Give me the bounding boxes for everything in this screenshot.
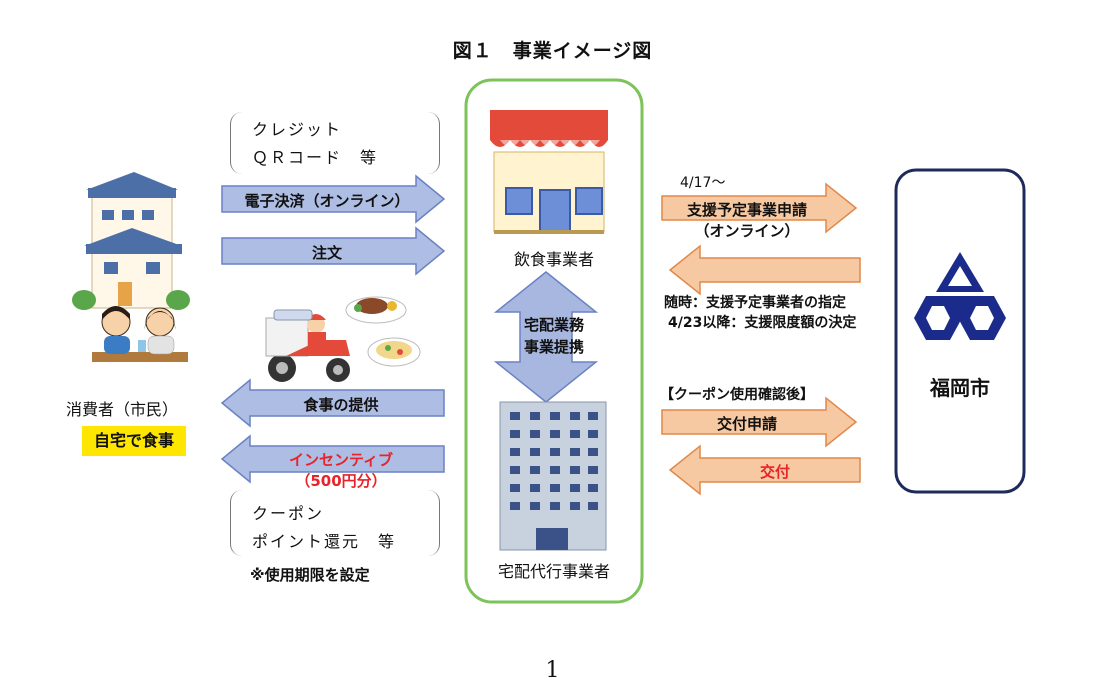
restaurant-label: 飲食事業者 (513, 250, 594, 269)
order-arrow-label: 注文 (311, 244, 342, 262)
payment-arrow-shape (221, 174, 446, 224)
expiry-note: ※使用期限を設定 (250, 566, 370, 584)
incentive-forms-bracket (230, 490, 440, 556)
family-icon (92, 306, 188, 362)
limit-decision-label: 4/23以降：支援限度額の決定 (668, 315, 857, 331)
delivery-company-label: 宅配代行事業者 (497, 562, 610, 581)
city-box (894, 168, 1026, 494)
delivery-scooter-icon (265, 309, 350, 382)
meal-arrow-label: 食事の提供 (303, 396, 379, 414)
incentive-arrow-label: インセンティブ (288, 451, 394, 469)
city-label: 福岡市 (930, 376, 990, 400)
apply-date: 4/17～ (680, 175, 726, 191)
consumer-label: 消費者（市民） (66, 400, 179, 419)
apply-arrow-label: 支援予定事業申請 (686, 201, 807, 219)
figure-title: 図１ 事業イメージ図 (452, 40, 653, 62)
partnership-label-2: 事業提携 (523, 338, 584, 356)
incentive-form-coupon: クーポン (252, 504, 325, 523)
payment-arrow-label: 電子決済（オンライン） (244, 192, 410, 210)
grant-label: 交付 (759, 463, 790, 481)
apply-arrow-shape (661, 182, 858, 234)
office-building-icon (499, 401, 607, 551)
incentive-form-points: ポイント還元 等 (252, 532, 397, 551)
after-coupon-label: 【クーポン使用確認後】 (660, 387, 814, 403)
house-icon (72, 172, 190, 310)
partnership-label-1: 宅配業務 (523, 316, 584, 334)
grant-application-label: 交付申請 (716, 415, 777, 433)
payment-methods-bracket (230, 112, 440, 174)
grant-application-arrow-shape (661, 396, 858, 448)
consumer-badge: 自宅で食事 (82, 426, 186, 456)
incentive-arrow-shape (220, 434, 445, 484)
meal-arrow-shape (220, 378, 445, 428)
apply-online-label: （オンライン） (694, 222, 800, 240)
food-icon (345, 296, 421, 367)
restaurant-icon (490, 110, 608, 234)
payment-method-credit: クレジット (252, 120, 343, 139)
designate-arrow-shape (668, 244, 861, 296)
incentive-amount-label: （500円分） (295, 472, 387, 490)
city-emblem-icon (914, 252, 1006, 340)
center-partner-box (464, 78, 644, 604)
payment-method-qr: ＱＲコード 等 (252, 148, 379, 167)
grant-arrow-shape (668, 444, 861, 496)
page-number: 1 (545, 658, 560, 683)
order-arrow-shape (221, 226, 446, 276)
designate-label: 随時：支援予定事業者の指定 (664, 295, 846, 311)
